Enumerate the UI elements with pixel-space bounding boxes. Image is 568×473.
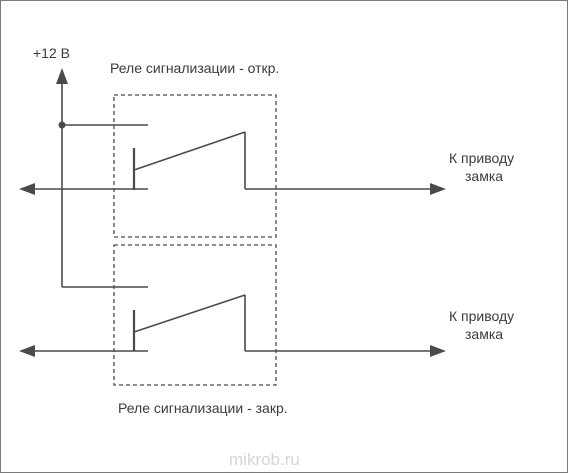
relay-open-output-label-2: замка — [465, 168, 503, 184]
relay-close-output-label-2: замка — [465, 326, 503, 342]
relay-close-left-arrowhead — [19, 345, 35, 357]
relay-open-right-arrowhead — [430, 183, 446, 195]
relay-open-box — [113, 94, 277, 238]
relay-close-right-arrowhead — [430, 345, 446, 357]
relay-close-title: Реле сигнализации - закр. — [118, 400, 288, 416]
relay-close-box — [113, 244, 277, 386]
relay-close-output-label-1: К приводу — [449, 308, 514, 324]
relay-close-arm — [133, 294, 246, 333]
relay-open-left-arrowhead — [19, 183, 35, 195]
watermark: mikrob.ru — [229, 450, 300, 469]
supply-label: +12 В — [33, 45, 70, 61]
relay-open-output-label-1: К приводу — [449, 150, 514, 166]
supply-arrowhead — [56, 68, 68, 84]
relay-open-title: Реле сигнализации - откр. — [110, 60, 279, 76]
relay-open-arm — [133, 131, 246, 171]
